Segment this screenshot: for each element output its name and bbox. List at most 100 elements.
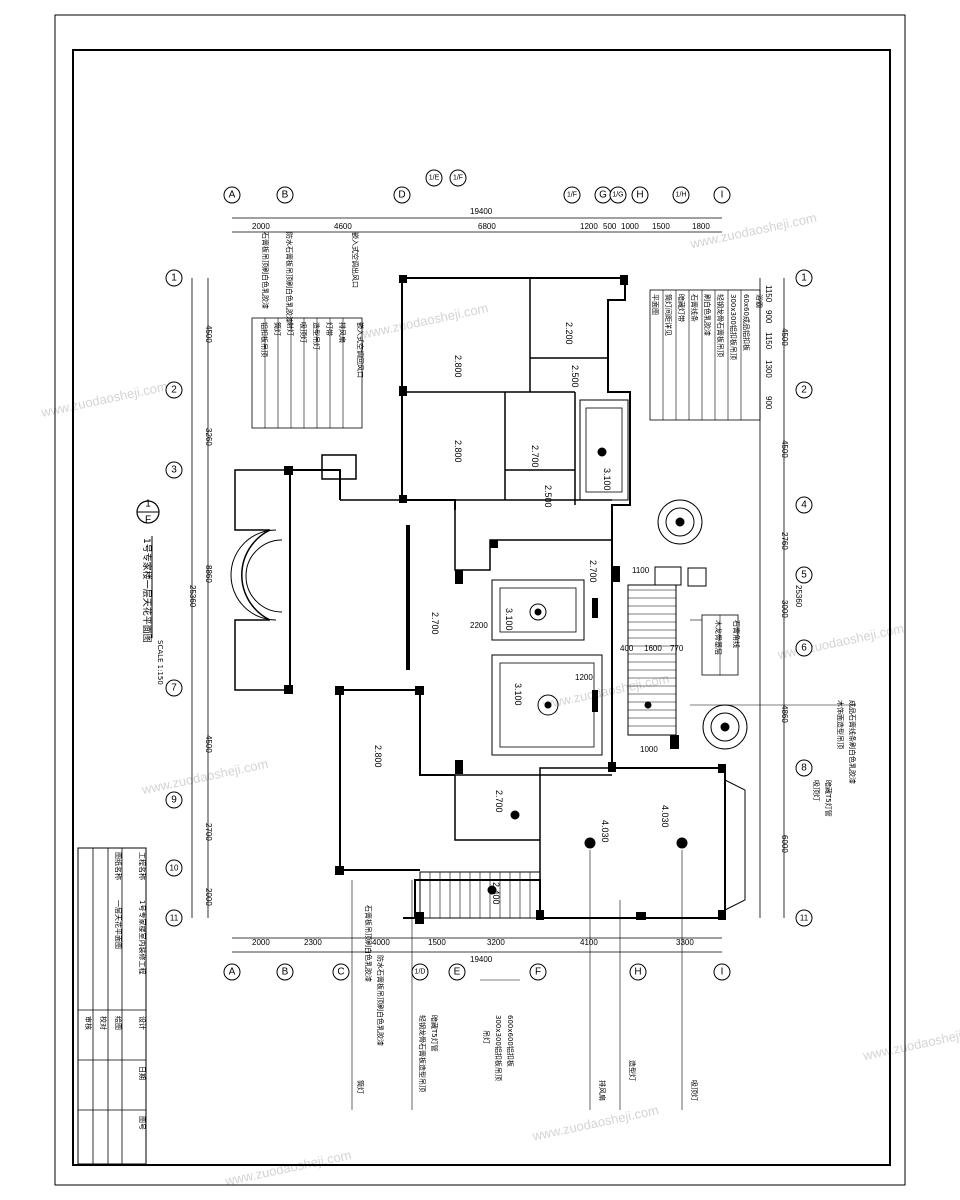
- watermark: www.zuodaosheji.com: [775, 621, 905, 663]
- interior-dim: 1200: [575, 673, 593, 682]
- inner-border: [72, 49, 891, 1166]
- building-walls: [230, 277, 746, 919]
- left-dim: 8860: [204, 565, 213, 583]
- watermark: www.zuodaosheji.com: [140, 756, 270, 798]
- note-text: 嵌入式空调回风口: [356, 322, 365, 378]
- note-text: 暗藏T5灯管: [824, 780, 833, 817]
- grid-right: 1150 900 1150 1300 900 4500 4500 2760 30…: [759, 269, 813, 927]
- title-block-label: 图号: [138, 1116, 146, 1130]
- note-text: 筒灯间距详见: [664, 294, 673, 336]
- axis-label: 1/H: [676, 192, 687, 199]
- title-symbol-bottom: F: [145, 515, 151, 526]
- note-text: 造型灯: [628, 1060, 637, 1081]
- title-block-value: 1号专家楼室内装修工程: [138, 900, 147, 974]
- top-dim: 1800: [692, 222, 710, 231]
- notes-left: 石膏板吊顶刷白色乳胶漆 防水石膏板吊顶刷白色乳胶漆 铝扣板吊顶 筒灯 射灯 吸顶…: [251, 232, 365, 429]
- grid-top: 19400 2000 4600 6800 1200 500 1000 1500 …: [223, 169, 731, 233]
- axis-label: 11: [170, 914, 179, 923]
- note-text: 石膏角线: [732, 620, 741, 648]
- note-text: 300x300铝扣板吊顶: [729, 294, 738, 360]
- watermark: www.zuodaosheji.com: [39, 379, 169, 421]
- note-text: 防水石膏板吊顶刷白色乳胶漆: [376, 955, 385, 1046]
- left-dim: 2000: [204, 888, 213, 906]
- axis-label: 1/G: [612, 192, 623, 199]
- drawing-title: 1 F 1号专家楼一层天花平面图 SCALE 1:150: [136, 499, 164, 685]
- right-upper-dim: 1300: [764, 360, 773, 378]
- top-dim: 4600: [334, 222, 352, 231]
- top-dim: 1000: [621, 222, 639, 231]
- note-text: 平面图: [651, 294, 659, 315]
- stair-treads: [429, 589, 676, 918]
- axis-label: 6: [801, 643, 807, 654]
- note-text: 防水石膏板吊顶刷白色乳胶漆: [285, 232, 294, 323]
- axis-label: A: [229, 967, 236, 978]
- top-dim: 500: [603, 222, 617, 231]
- note-text: 石膏线条: [690, 294, 699, 322]
- left-dim: 4500: [204, 325, 213, 343]
- ceiling-height: 2.800: [453, 355, 463, 378]
- note-text: 排风扇: [598, 1080, 607, 1101]
- note-text: 木龙骨基层: [714, 620, 723, 655]
- note-text: 600x600铝扣板: [506, 1015, 515, 1067]
- axis-label: 1/D: [415, 969, 426, 976]
- ceiling-height: 2.200: [564, 322, 574, 345]
- ceiling-height: 2.700: [494, 790, 504, 813]
- note-text: 刷白色乳胶漆: [703, 294, 712, 336]
- title-block-label: 图纸名称: [114, 852, 123, 880]
- top-dim: 1200: [580, 222, 598, 231]
- axis-label: G: [599, 190, 607, 201]
- axis-label: A: [229, 190, 236, 201]
- top-dim: 1500: [652, 222, 670, 231]
- ceiling-lights: [487, 447, 688, 895]
- ceiling-height: 4.030: [660, 805, 670, 828]
- note-text: 吊灯: [482, 1030, 491, 1044]
- note-text: 吸顶灯: [690, 1080, 699, 1101]
- axis-label: 2: [801, 385, 807, 396]
- note-text: 成品石膏线条刷白色乳胶漆: [848, 700, 857, 784]
- interior-dim: 770: [670, 644, 684, 653]
- note-text: 石膏板吊顶刷白色乳胶漆: [364, 905, 373, 982]
- watermark: www.zuodaosheji.com: [530, 1102, 660, 1144]
- ceiling-height: 3.100: [504, 608, 514, 631]
- watermark: www.zuodaosheji.com: [360, 300, 490, 342]
- note-text: 排风扇: [338, 322, 347, 343]
- right-dim: 2760: [780, 532, 789, 550]
- axis-label: I: [721, 967, 724, 978]
- axis-label: E: [454, 967, 461, 978]
- note-text: 暗藏灯带: [677, 294, 686, 322]
- top-dim: 2000: [252, 222, 270, 231]
- ceiling-height: 2.700: [588, 560, 598, 583]
- axis-label: 8: [801, 763, 807, 774]
- outer-border: [54, 14, 906, 1186]
- axis-label: F: [535, 967, 541, 978]
- axis-label: D: [398, 190, 405, 201]
- title-block-label: 审核: [84, 1016, 93, 1030]
- top-dim: 6800: [478, 222, 496, 231]
- ceiling-height: 2.800: [453, 440, 463, 463]
- bottom-total-dim: 19400: [470, 955, 493, 964]
- note-text: 轻钢龙骨石膏板造型吊顶: [418, 1015, 427, 1092]
- interior-dim: 1100: [632, 566, 650, 575]
- right-dim: 4500: [780, 440, 789, 458]
- axis-label: H: [636, 190, 643, 201]
- right-dim: 6000: [780, 835, 789, 853]
- interior-dim: 400: [620, 644, 634, 653]
- axis-label: 10: [170, 864, 179, 873]
- note-text: 筒灯: [273, 322, 282, 336]
- axis-label: 9: [171, 795, 177, 806]
- bottom-dim: 3200: [487, 938, 505, 947]
- note-text: 石膏板吊顶刷白色乳胶漆: [261, 232, 270, 309]
- axis-label: B: [282, 967, 289, 978]
- interior-dim: 2200: [470, 621, 488, 630]
- ceiling-height: 3.100: [602, 468, 612, 491]
- bottom-dim: 2000: [252, 938, 270, 947]
- top-total-dim: 19400: [470, 207, 493, 216]
- notes-right-low: 成品石膏线条刷白色乳胶漆 木饰面造型吊顶 暗藏T5灯管 吸顶灯: [690, 700, 857, 817]
- watermark: www.zuodaosheji.com: [861, 1022, 960, 1064]
- notes-bottom: 石膏板吊顶刷白色乳胶漆 防水石膏板吊顶刷白色乳胶漆 轻钢龙骨石膏板造型吊顶 暗藏…: [351, 850, 699, 1110]
- axis-label: 1: [171, 273, 177, 284]
- title-block-label: 设计: [138, 1016, 147, 1030]
- axis-label: B: [282, 190, 289, 201]
- right-upper-dim: 1150: [764, 285, 773, 303]
- axis-label: 7: [171, 683, 177, 694]
